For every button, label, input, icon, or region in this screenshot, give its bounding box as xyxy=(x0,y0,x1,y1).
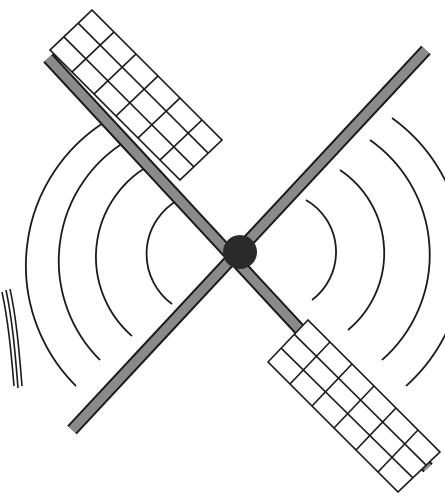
hub-dot xyxy=(223,235,257,269)
